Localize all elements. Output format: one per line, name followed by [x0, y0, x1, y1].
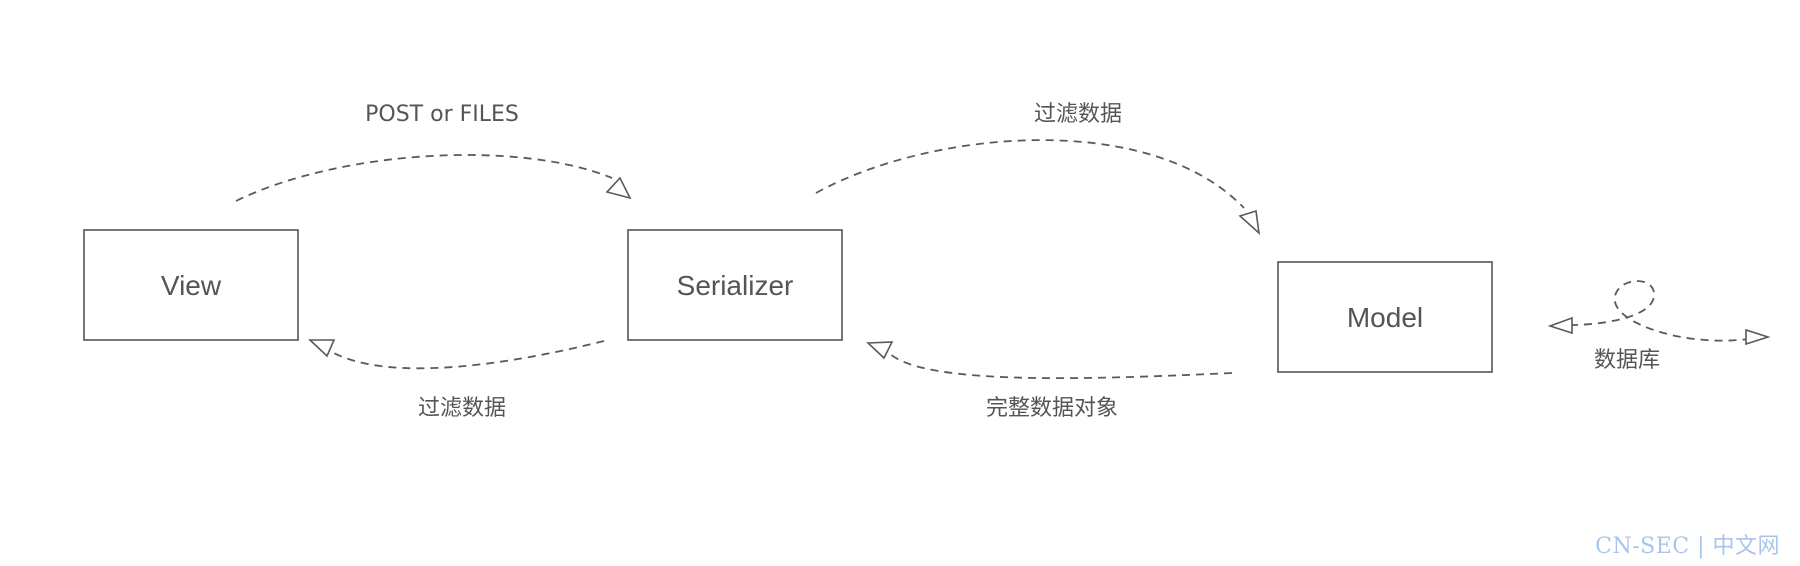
- edge-model-to-serializer-label: 完整数据对象: [986, 396, 1118, 421]
- arrowhead-icon: [1745, 328, 1771, 346]
- edge-serializer-to-model-line: [815, 139, 1245, 209]
- arrowhead-icon: [866, 341, 894, 360]
- node-serializer-box: [627, 229, 843, 341]
- edge-view-to-serializer-label: POST or FILES: [365, 102, 519, 127]
- node-view-box: [83, 229, 299, 341]
- edge-serializer-to-model: 过滤数据: [815, 102, 1261, 236]
- node-serializer-label: Serializer: [677, 270, 794, 301]
- edge-model-to-serializer-line: [887, 351, 1233, 380]
- node-model-box: [1277, 261, 1493, 373]
- watermark: CN-SEC | 中文网: [1595, 534, 1780, 559]
- edge-model-to-serializer: 完整数据对象: [866, 341, 1233, 421]
- arrowhead-icon: [605, 176, 632, 200]
- edge-serializer-to-view-line: [329, 340, 605, 370]
- node-view-label: View: [161, 270, 222, 301]
- edge-serializer-to-view-label: 过滤数据: [418, 396, 506, 421]
- node-serializer: Serializer: [627, 229, 843, 341]
- node-model: Model: [1277, 261, 1493, 373]
- arrowhead-icon: [1547, 316, 1573, 335]
- edge-serializer-to-model-label: 过滤数据: [1034, 102, 1122, 127]
- edge-serializer-to-view: 过滤数据: [307, 339, 605, 421]
- arrowhead-icon: [1238, 209, 1261, 236]
- database-loop-line: [1569, 280, 1766, 342]
- database-loop: 数据库: [1547, 280, 1771, 373]
- edge-view-to-serializer-line: [235, 154, 613, 202]
- node-model-label: Model: [1347, 302, 1423, 333]
- arrowhead-icon: [307, 339, 336, 358]
- database-label: 数据库: [1594, 348, 1660, 373]
- node-view: View: [83, 229, 299, 341]
- edge-view-to-serializer: POST or FILES: [235, 102, 632, 202]
